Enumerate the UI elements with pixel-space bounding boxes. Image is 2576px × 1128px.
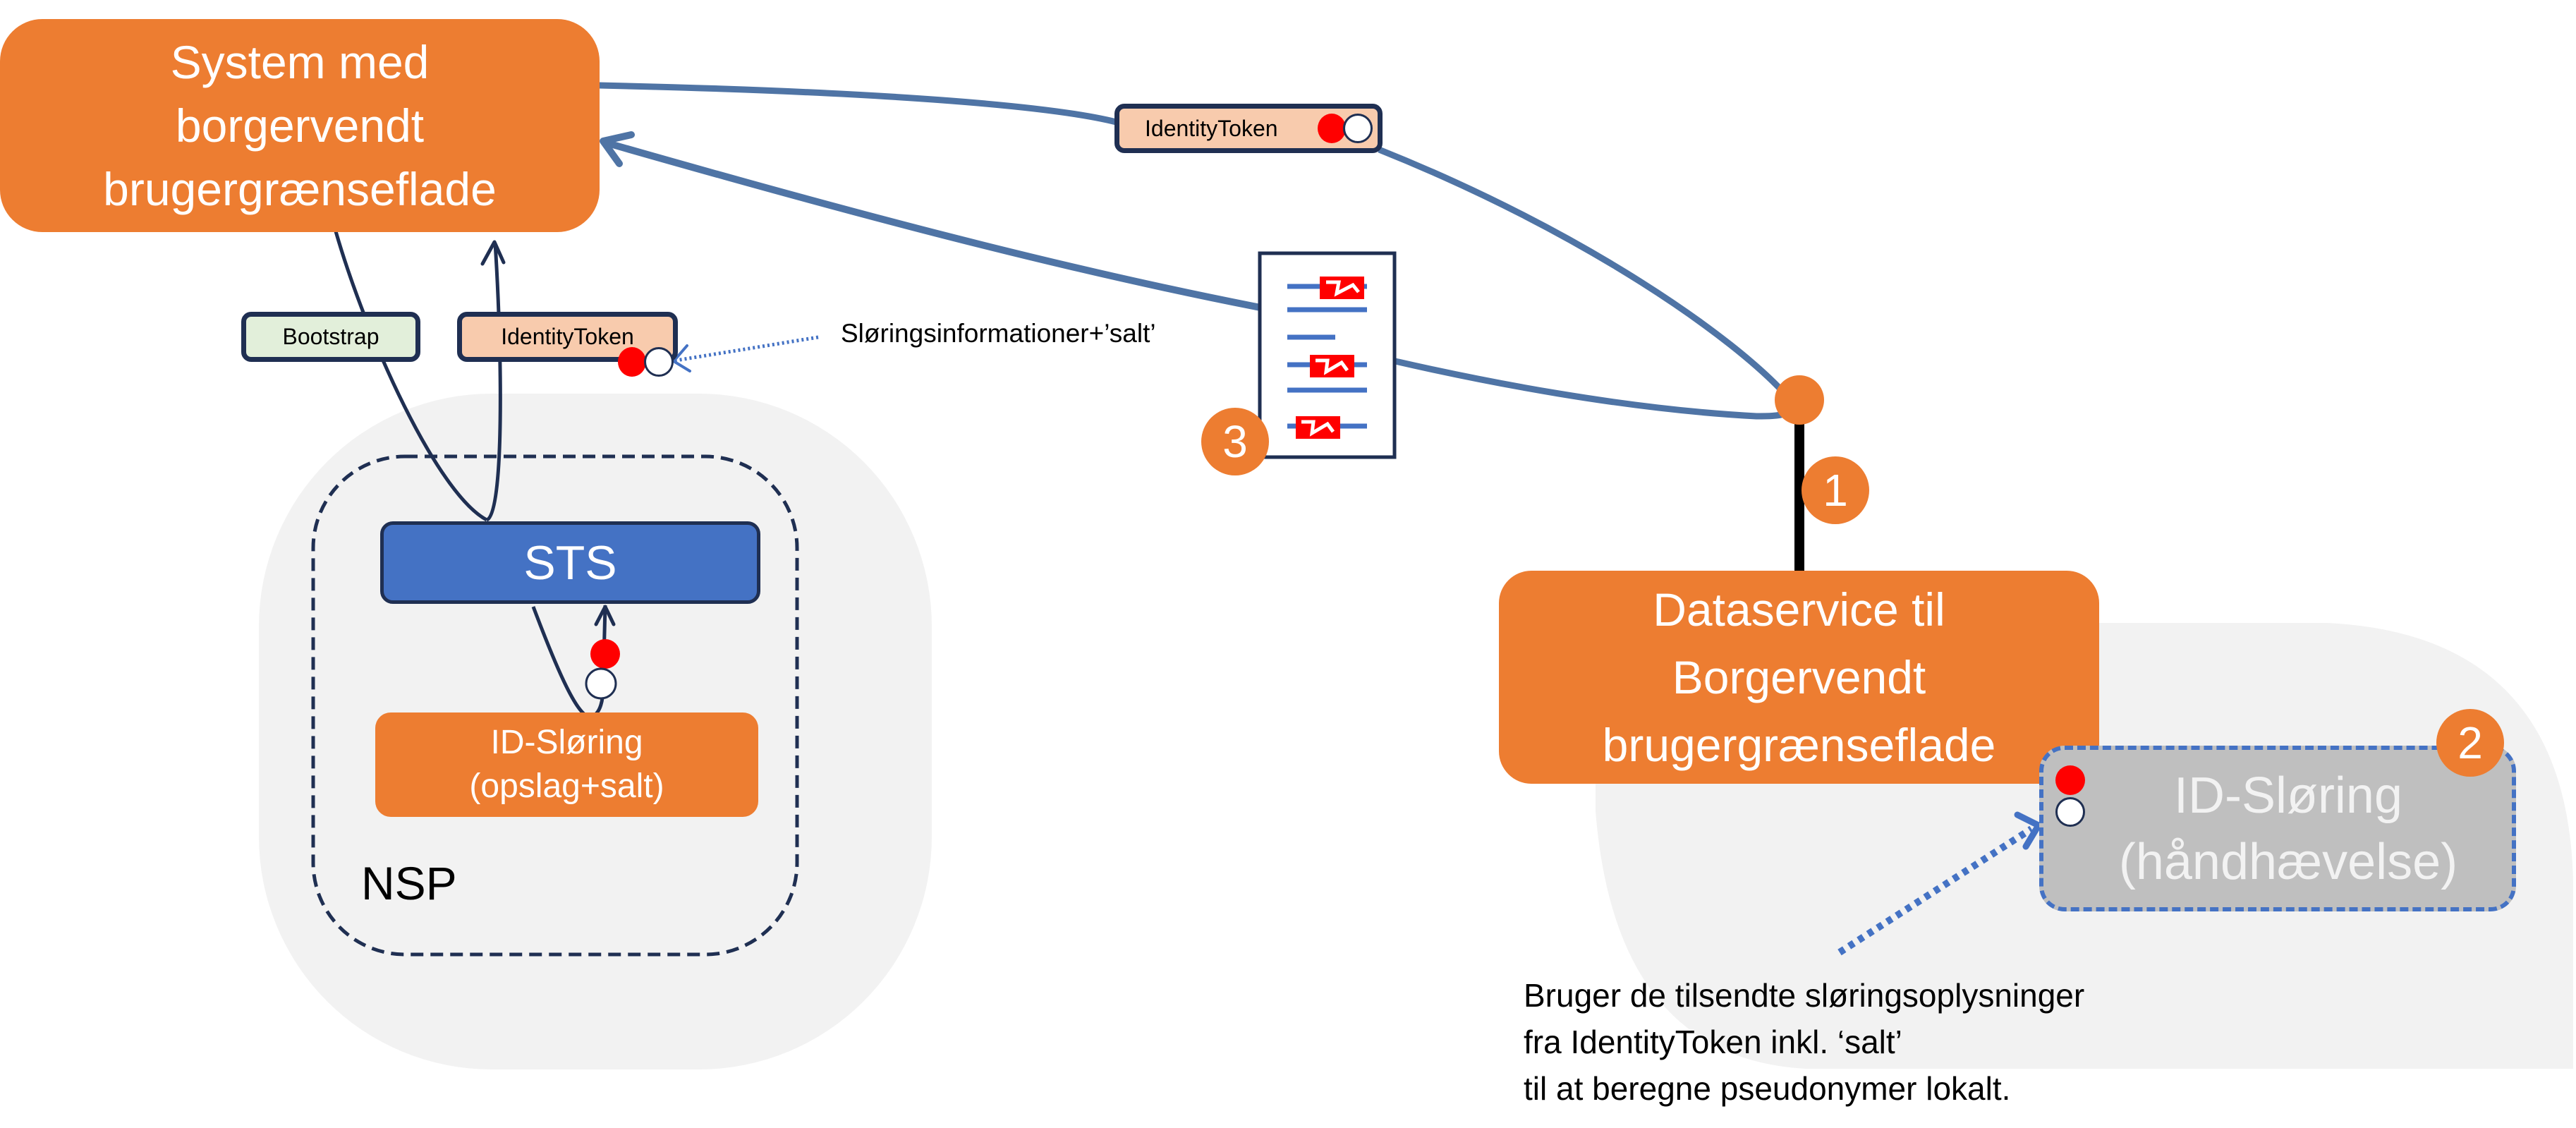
badge-1-label: 1 — [1823, 465, 1848, 516]
response-connector — [598, 82, 1123, 127]
id-sloring-lookup-node[interactable]: ID-Sløring (opslag+salt) — [375, 712, 758, 817]
identity-dots-icon — [585, 639, 620, 700]
dataservice-label-line-1: Dataservice til — [1653, 583, 1945, 636]
sloring-info-dotted-arrow — [675, 335, 819, 363]
citizen-system-label-line-2: borgervendt — [175, 99, 425, 152]
pseudonymized-document-icon — [1258, 251, 1397, 459]
identity-token-top-label: IdentityToken — [1145, 115, 1278, 141]
nsp-label: NSP — [361, 857, 457, 909]
usage-note-arrowhead — [2014, 811, 2043, 850]
sloring-info-label: Sløringsinformationer+’salt’ — [841, 319, 1156, 348]
identity-token-connector — [485, 243, 502, 522]
nsp-boundary — [311, 454, 799, 957]
usage-note-line-3: til at beregne pseudonymer lokalt. — [1524, 1070, 2011, 1107]
dataservice-node[interactable]: Dataservice til Borgervendt brugergrænse… — [1499, 571, 2099, 784]
identity-token-top-red-dot — [1318, 114, 1346, 143]
sloring-info-arrowhead — [671, 344, 691, 372]
identity-token-left[interactable]: IdentityToken — [457, 312, 678, 362]
badge-1: 1 — [1802, 456, 1869, 524]
identity-token-left-white-dot — [644, 347, 674, 377]
badge-3: 3 — [1201, 408, 1269, 475]
enforcement-red-dot — [2055, 765, 2085, 795]
dataservice-label-line-3: brugergrænseflade — [1602, 719, 1996, 771]
identity-token-top[interactable]: IdentityToken — [1114, 104, 1383, 153]
sts-lookup-arrowhead — [594, 605, 616, 626]
sts-label: STS — [523, 535, 617, 590]
bootstrap-token[interactable]: Bootstrap — [241, 312, 420, 362]
usage-note-line-1: Bruger de tilsendte sløringsoplysninger — [1524, 977, 2085, 1014]
response-connector-lower — [1378, 146, 1794, 420]
identity-token-top-white-dot — [1343, 114, 1373, 143]
usage-note-dotted-arrow — [1837, 825, 2034, 956]
request-arrowhead — [600, 131, 635, 167]
usage-note: Bruger de tilsendte sløringsoplysninger … — [1524, 972, 2084, 1112]
id-sloring-enforcement-line-1: ID-Sløring — [2173, 767, 2403, 824]
badge-2-label: 2 — [2457, 717, 2483, 768]
identity-token-arrowhead — [480, 240, 506, 266]
citizen-system-label-line-1: System med — [170, 36, 430, 88]
endpoint-dot — [1775, 375, 1824, 425]
identity-token-left-red-dot — [618, 347, 646, 377]
enforcement-white-dot — [2055, 797, 2085, 827]
badge-2: 2 — [2436, 709, 2504, 777]
id-sloring-enforcement-node[interactable]: ID-Sløring (håndhævelse) — [2039, 746, 2516, 911]
citizen-system-node[interactable]: System med borgervendt brugergrænseflade — [0, 19, 600, 232]
badge-3-label: 3 — [1222, 416, 1248, 467]
dataservice-label-line-2: Borgervendt — [1672, 651, 1926, 703]
id-sloring-enforcement-line-2: (håndhævelse) — [2118, 833, 2458, 890]
identity-token-left-label: IdentityToken — [501, 324, 634, 349]
id-sloring-lookup-line-2: (opslag+salt) — [469, 768, 664, 805]
bootstrap-token-label: Bootstrap — [282, 324, 379, 349]
usage-note-line-2: fra IdentityToken inkl. ‘salt’ — [1524, 1024, 1902, 1060]
id-sloring-lookup-line-1: ID-Sløring — [490, 724, 643, 761]
bootstrap-connector — [334, 231, 488, 522]
request-connector — [604, 139, 1261, 311]
sts-node[interactable]: STS — [380, 521, 760, 604]
citizen-system-label-line-3: brugergrænseflade — [103, 163, 497, 215]
